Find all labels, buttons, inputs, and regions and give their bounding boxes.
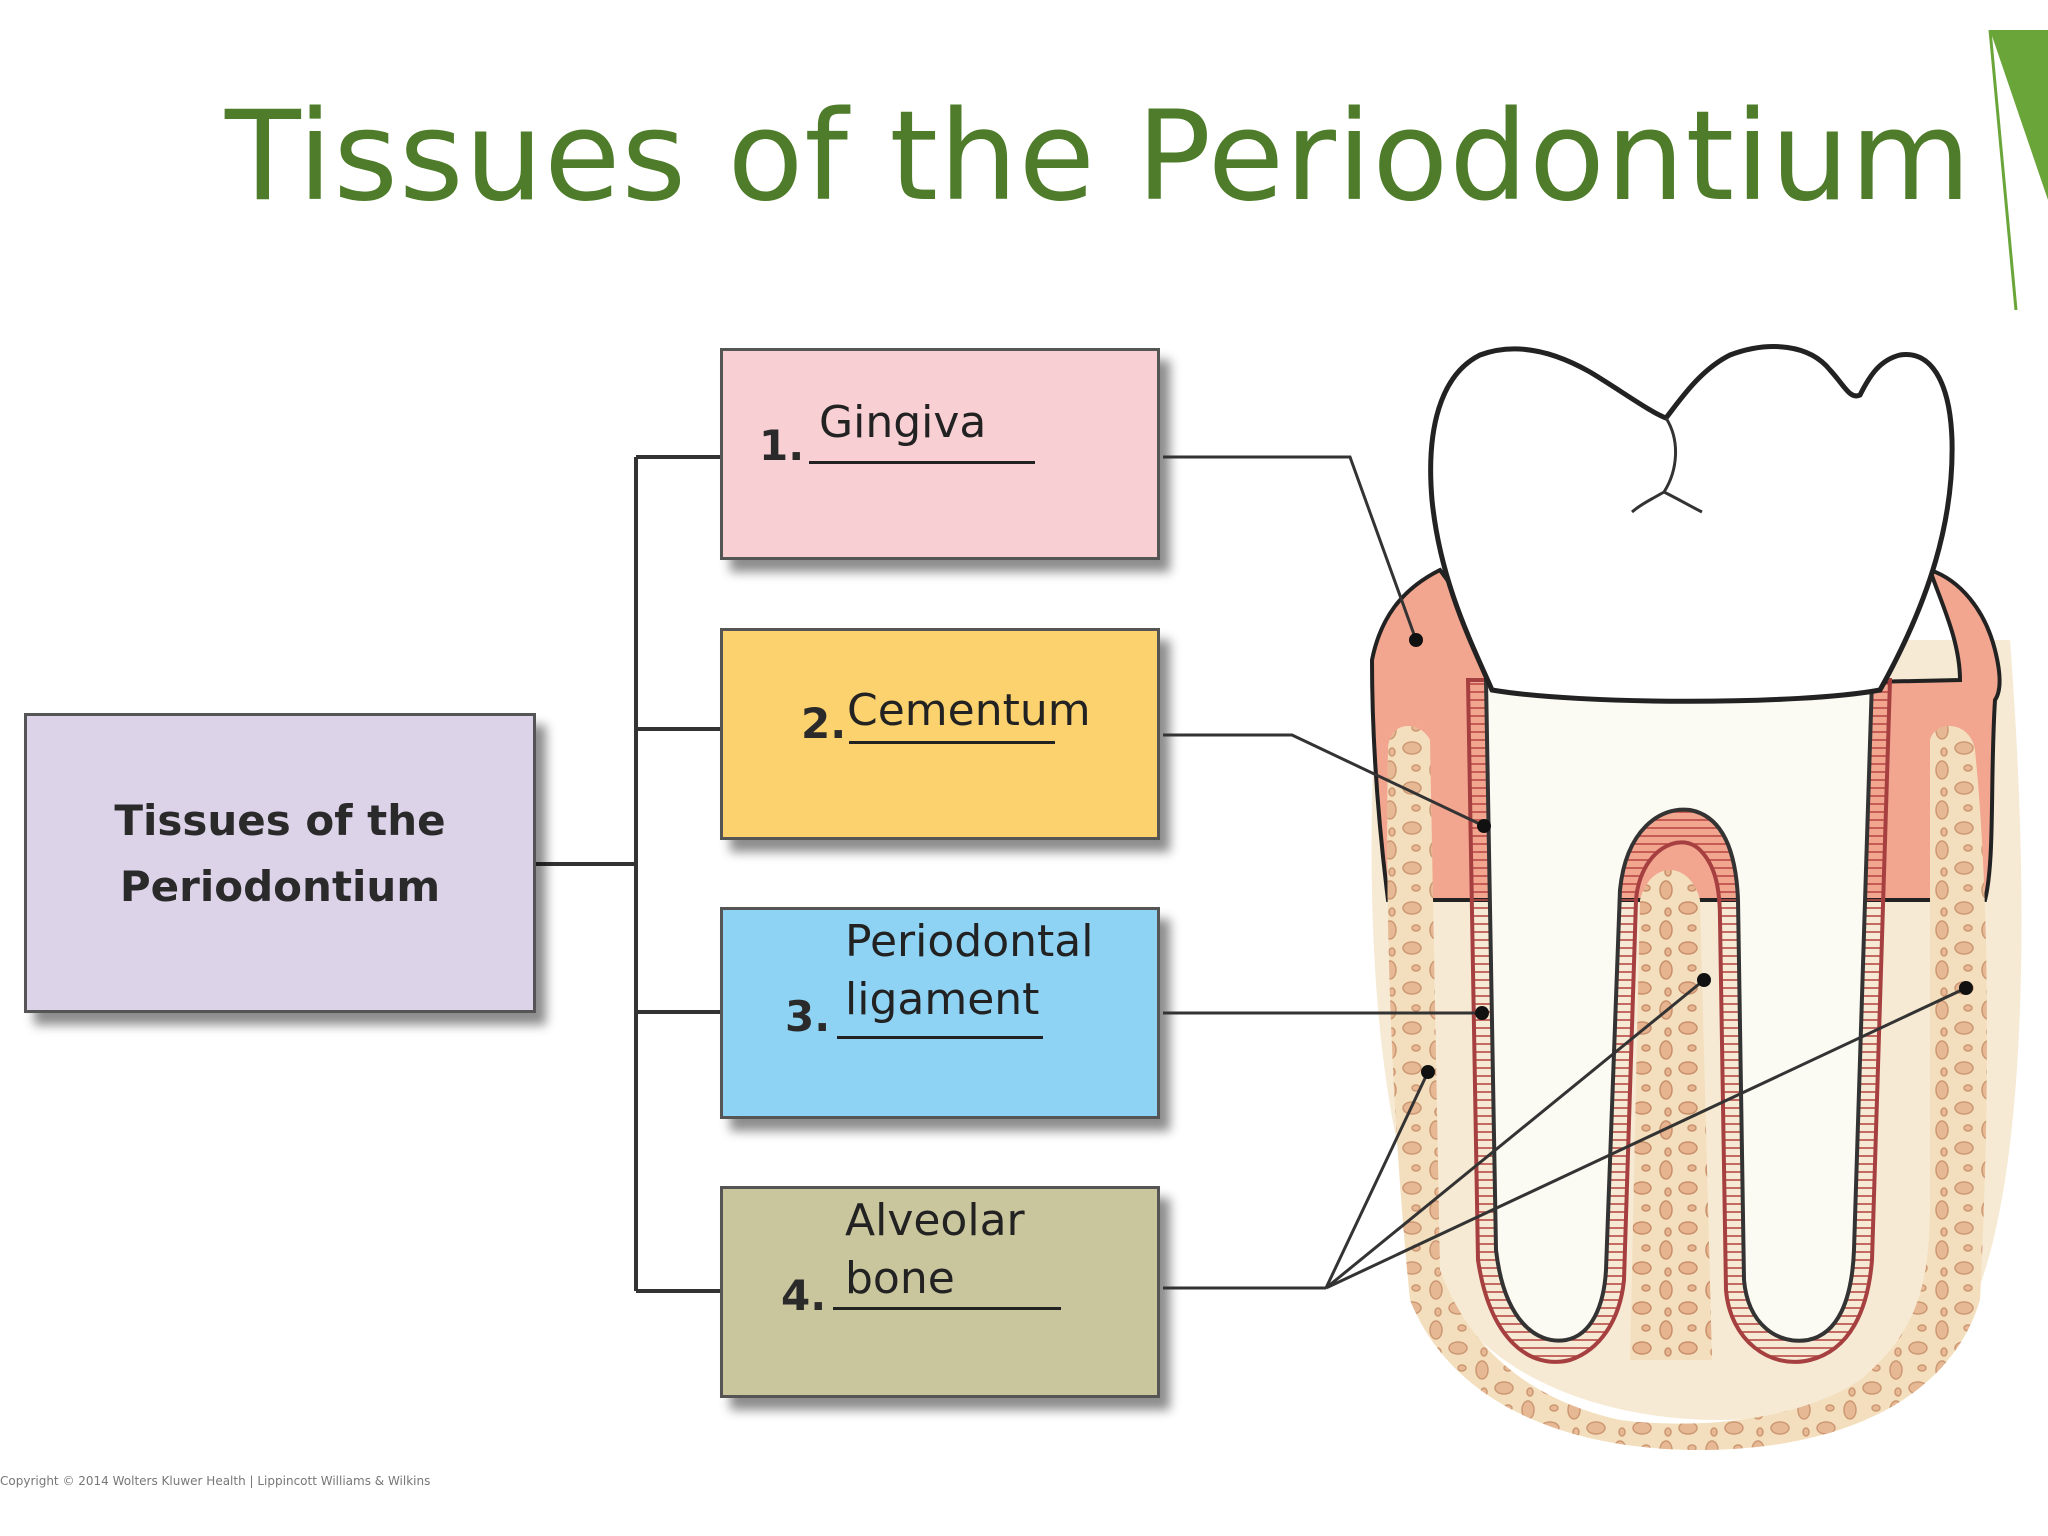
copyright-text: Copyright © 2014 Wolters Kluwer Health |… bbox=[0, 1474, 430, 1488]
crown-enamel bbox=[1431, 347, 1952, 702]
